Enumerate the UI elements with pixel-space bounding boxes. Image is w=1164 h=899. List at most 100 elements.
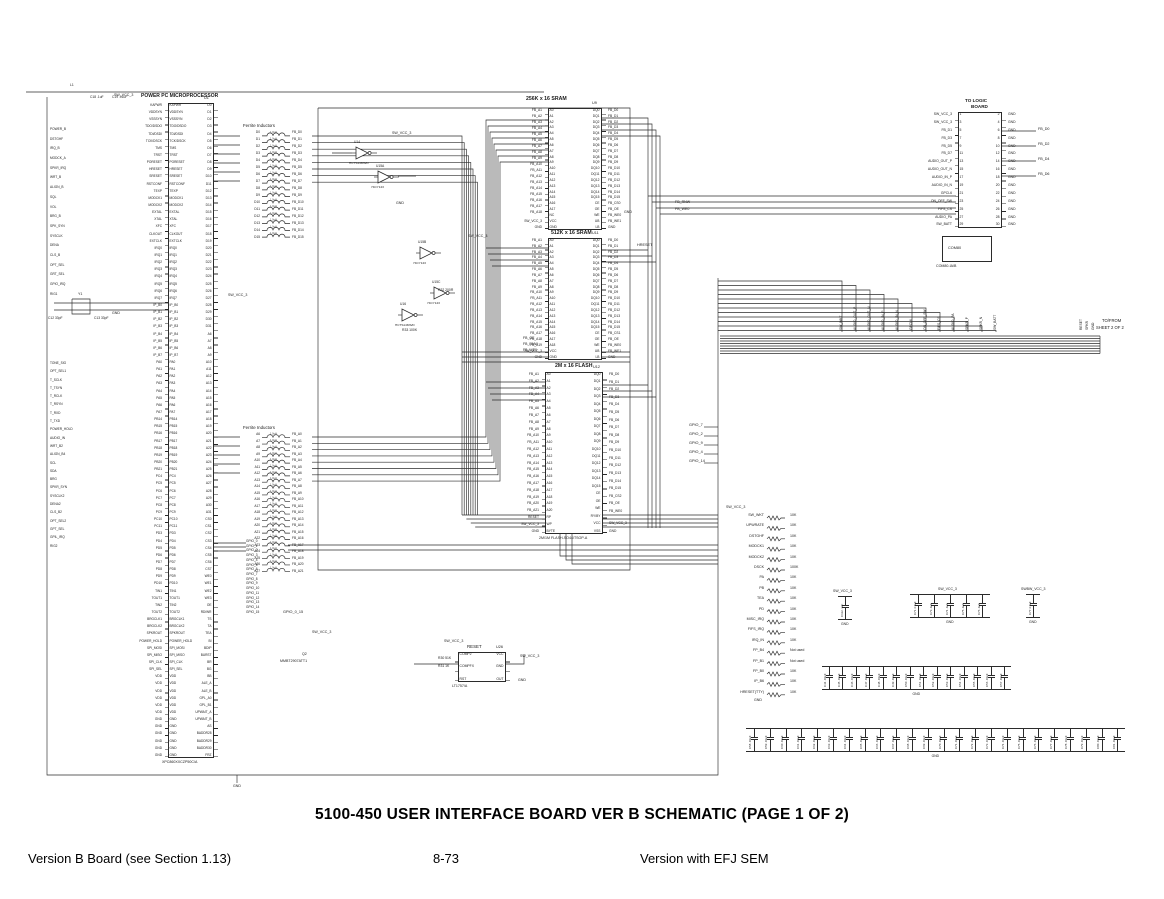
- cap-rail: [746, 728, 1126, 729]
- pin-label: AUDIO_IN: [50, 435, 66, 440]
- pin-label: SPKROUT: [169, 631, 185, 636]
- pin-label: SW_BATT: [936, 222, 952, 227]
- pin-label: PB16: [169, 431, 178, 436]
- pin-label: A2: [549, 249, 554, 254]
- pin-label: PC4: [169, 474, 176, 479]
- resistor-value: 100K: [790, 565, 799, 569]
- pin-label: FB_D8: [292, 185, 302, 190]
- pin-label: WE1: [204, 581, 212, 586]
- pin-label: A27: [205, 481, 212, 486]
- resistor-value: 10K: [790, 606, 797, 611]
- cap-lead: [959, 728, 960, 737]
- pin-label: PC6: [169, 488, 176, 493]
- pin-label: GND: [1008, 151, 1016, 156]
- net-label: AUDIO_IN_N: [895, 310, 899, 330]
- svg-text:1.0uH: 1.0uH: [270, 204, 277, 208]
- pin-ticks: [544, 239, 548, 359]
- pin-label: HRESET: [149, 167, 162, 172]
- pin-label: FB_A1: [528, 372, 539, 376]
- pin-label: FB_A14: [527, 460, 539, 465]
- cap-label: C76 .1uF: [976, 603, 981, 615]
- cap-lead: [990, 740, 992, 751]
- pin-label: PA1: [156, 367, 162, 372]
- pin-label: FB_D9: [608, 290, 619, 295]
- pin-label: FIFS_CS: [938, 206, 952, 211]
- pin-label: FB_D6: [292, 171, 302, 176]
- pin-label: 12: [995, 151, 1000, 156]
- cap-plate: [987, 677, 995, 679]
- cap-plate: [946, 603, 954, 604]
- pin-label: BRGCLK1: [147, 617, 162, 622]
- pin-label: VCC: [549, 218, 557, 223]
- pin-label: T_TXD: [50, 419, 61, 424]
- cap-plate: [825, 677, 833, 679]
- pin-label: VDD: [155, 702, 162, 707]
- cap-lead: [896, 740, 897, 751]
- pin-label: PC5: [169, 481, 176, 486]
- pin-label: DQ5: [592, 267, 600, 272]
- svg-text:1.0uH: 1.0uH: [270, 130, 277, 134]
- pin-label: CE: [594, 331, 600, 336]
- svg-text:1.0uH: 1.0uH: [270, 502, 277, 506]
- pin-label: A7: [546, 419, 551, 424]
- pin-label: 19: [959, 183, 964, 188]
- cap-lead: [1006, 740, 1008, 751]
- pin-label: VSS: [593, 528, 601, 533]
- pin-label: VDD: [169, 688, 177, 693]
- pin-label: A5: [549, 267, 554, 272]
- pin-label: A18: [205, 417, 212, 422]
- pin-label: IP_B2: [153, 317, 162, 322]
- pin-label: 5: [959, 127, 962, 132]
- pin-ticks: [214, 104, 218, 757]
- cap-lead: [864, 740, 866, 751]
- pin-label: IP_B5: [153, 338, 162, 343]
- pin-label: FB_OE: [609, 501, 620, 506]
- pin-label: FB_D15: [608, 325, 621, 330]
- cap-plate: [839, 675, 847, 676]
- pin-label: FB_A11: [530, 168, 542, 172]
- pin-label: FB_D9: [608, 160, 619, 165]
- pin-label: TRST: [169, 152, 178, 157]
- cap-lead: [817, 740, 818, 751]
- cap-lead: [842, 666, 843, 675]
- pin-label: BI: [208, 638, 212, 643]
- pin-label: IRQ6: [169, 288, 177, 293]
- pin-label: FB_A10: [530, 290, 542, 295]
- pin-label: PC11: [169, 524, 178, 529]
- cap-label: C55 .01uF: [971, 673, 976, 688]
- cap-lead: [864, 728, 866, 737]
- pin-label: FB_A1: [531, 108, 542, 112]
- pin-label: FB_D4: [608, 261, 619, 266]
- pin-label: A18: [546, 494, 553, 499]
- pin-label: FB_A16: [292, 536, 304, 540]
- pin-label: PC10: [154, 517, 162, 522]
- pin-label: A5: [549, 137, 554, 142]
- cap-label: C74 .1uF: [944, 603, 949, 615]
- pin-label: FB_A7: [531, 144, 542, 148]
- cap-plate: [1001, 675, 1009, 676]
- pin-label: OE: [594, 337, 600, 342]
- ic-flash-2m: [545, 372, 603, 534]
- pin-label: A11: [549, 302, 556, 307]
- resistor-value: 10K: [790, 689, 797, 694]
- pin-label: A11: [254, 464, 260, 469]
- pin-label: DQ9: [593, 439, 601, 444]
- pin-label: IRQ1: [169, 252, 177, 257]
- pin-label: FB_D12: [608, 177, 621, 182]
- pin-label: D4: [207, 131, 212, 136]
- pin-label: GND: [1008, 190, 1016, 195]
- pin-label: 28: [995, 214, 1000, 219]
- pin-label: GPCL6: [940, 190, 952, 195]
- cap-label: C71 4.7uF: [912, 601, 917, 616]
- pin-label: PB20: [154, 460, 162, 465]
- cap-lead: [950, 666, 951, 675]
- cap-lead: [828, 666, 830, 675]
- pin-label: IP_B4: [169, 331, 179, 336]
- net-label: Ferrite Inductors: [243, 425, 275, 430]
- pin-label: GND: [169, 745, 177, 750]
- pin-label: A24: [254, 549, 260, 553]
